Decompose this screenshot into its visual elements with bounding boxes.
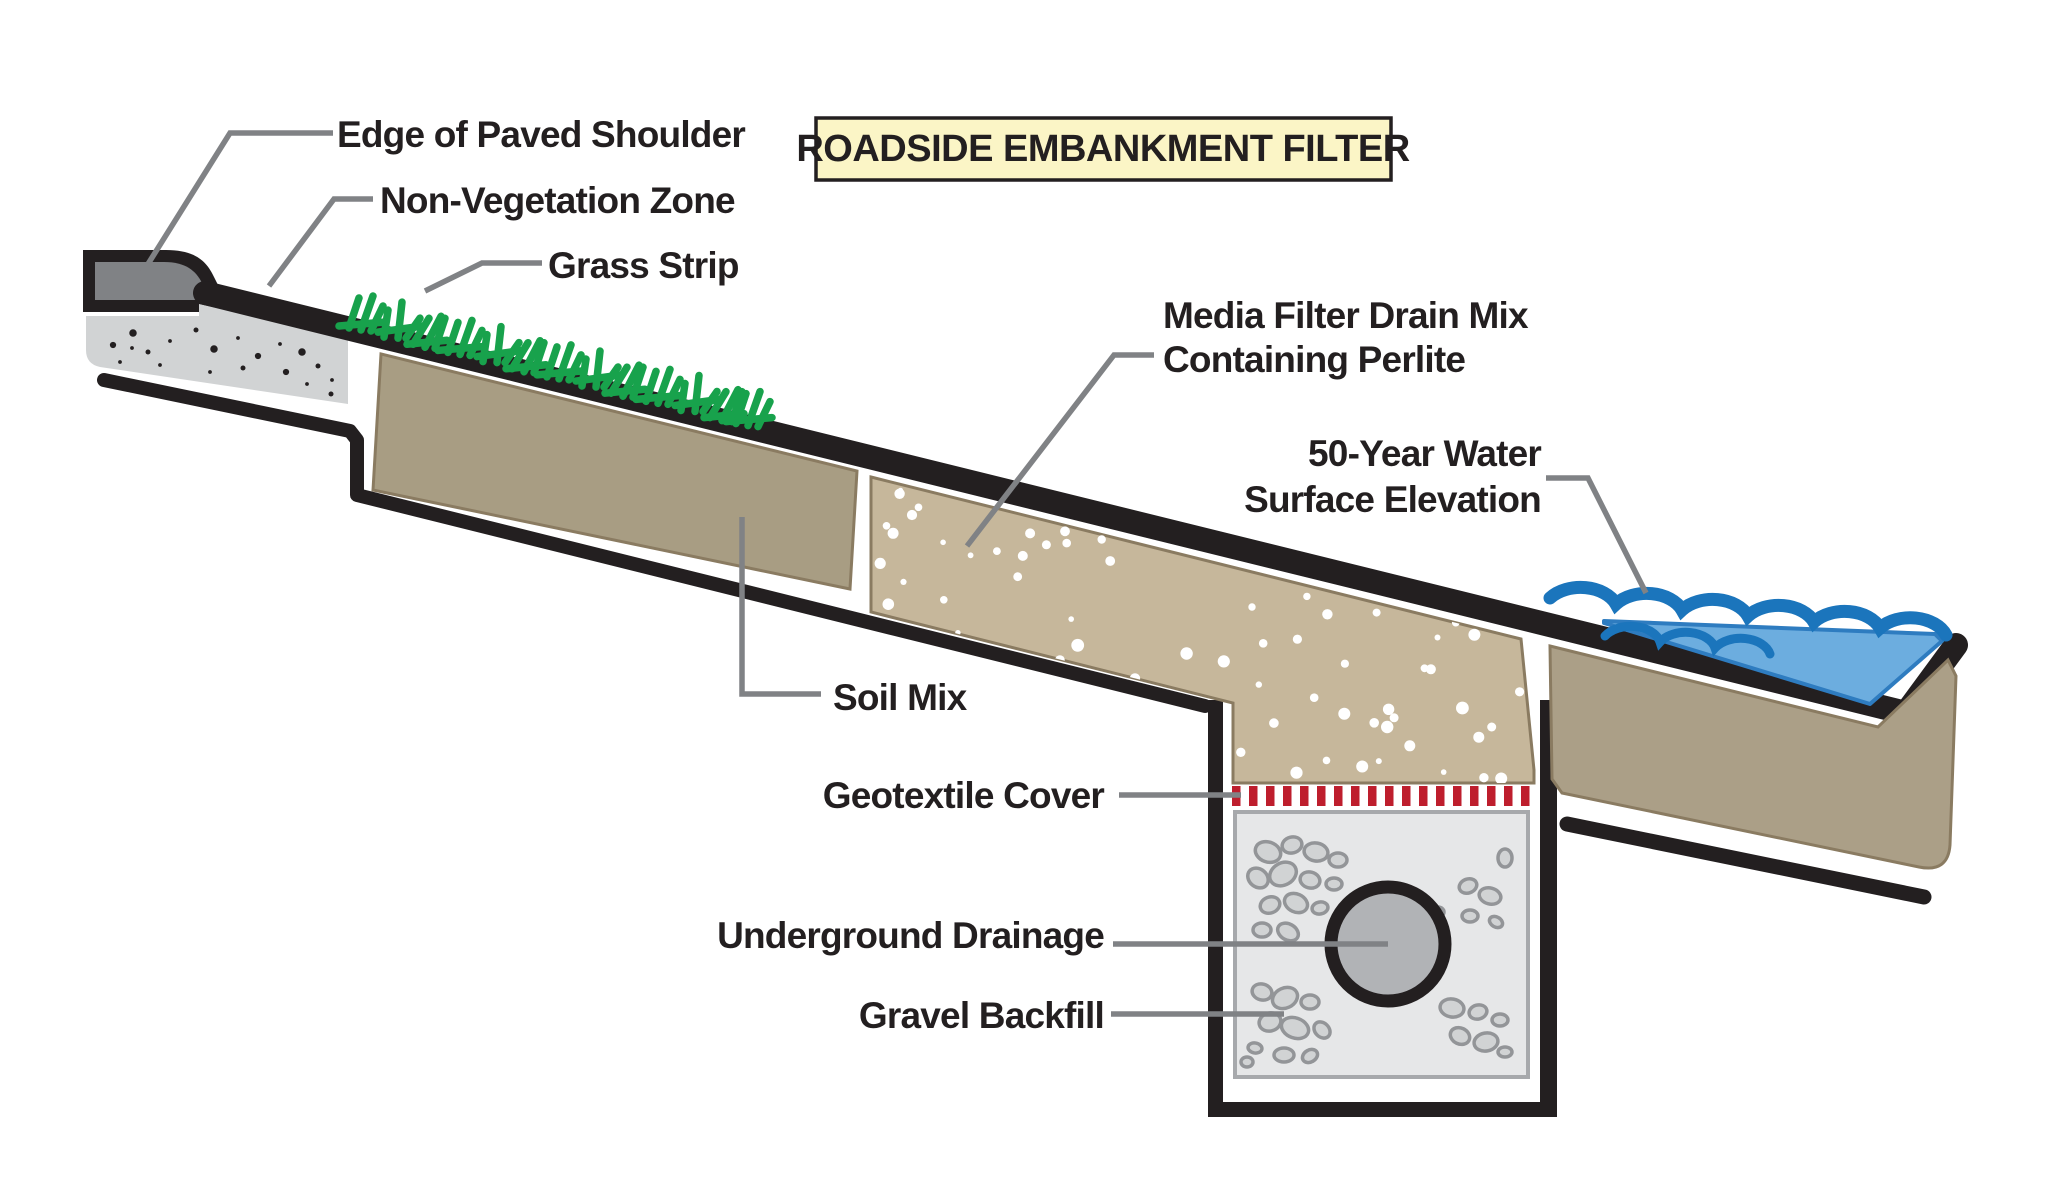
right-embankment-wedge bbox=[1548, 644, 1958, 905]
wedge-bottom-band bbox=[1559, 816, 1932, 905]
water-waves bbox=[1543, 580, 1953, 642]
leader-lines bbox=[135, 130, 1649, 1017]
label-non-vegetation-zone: Non-Vegetation Zone bbox=[380, 180, 735, 221]
water-waves-inner bbox=[1600, 621, 1775, 659]
label-soil-mix: Soil Mix bbox=[833, 677, 968, 718]
leader-edge-of-paved-shoulder bbox=[135, 130, 333, 282]
leader-non-vegetation-zone bbox=[266, 196, 373, 288]
title-box: ROADSIDE EMBANKMENT FILTER bbox=[796, 116, 1410, 182]
leader-water-elevation bbox=[1546, 475, 1649, 595]
grass-strip-graphic bbox=[335, 292, 776, 431]
soil-mix-region bbox=[371, 352, 859, 591]
label-underground-drainage: Underground Drainage bbox=[717, 915, 1104, 956]
title-box-frame bbox=[814, 116, 1393, 182]
label-geotextile-cover: Geotextile Cover bbox=[823, 775, 1105, 816]
curb-face bbox=[95, 262, 207, 300]
paved-shoulder-slab bbox=[86, 304, 348, 404]
gravel-pebbles bbox=[1239, 835, 1514, 1069]
leader-media-filter bbox=[964, 352, 1154, 548]
water bbox=[1543, 580, 1953, 706]
diagram-title: ROADSIDE EMBANKMENT FILTER bbox=[796, 128, 1409, 170]
slab-speckles bbox=[109, 327, 334, 397]
label-edge-of-paved-shoulder: Edge of Paved Shoulder bbox=[337, 114, 745, 155]
label-grass-strip: Grass Strip bbox=[548, 245, 739, 286]
leader-grass-strip bbox=[423, 260, 542, 294]
leader-soil-mix bbox=[739, 517, 821, 697]
curb bbox=[83, 250, 221, 312]
embankment-bottom-band bbox=[97, 373, 1212, 713]
label-media-filter-line1: Media Filter Drain Mix bbox=[1163, 295, 1529, 336]
label-media-filter-line2: Containing Perlite bbox=[1163, 339, 1465, 380]
label-water-line2: Surface Elevation bbox=[1244, 479, 1541, 520]
geotextile-band bbox=[1232, 786, 1530, 806]
label-gravel-backfill: Gravel Backfill bbox=[859, 995, 1104, 1036]
label-water-line1: 50-Year Water bbox=[1308, 433, 1541, 474]
labels: Edge of Paved Shoulder Non-Vegetation Zo… bbox=[337, 114, 1542, 1036]
